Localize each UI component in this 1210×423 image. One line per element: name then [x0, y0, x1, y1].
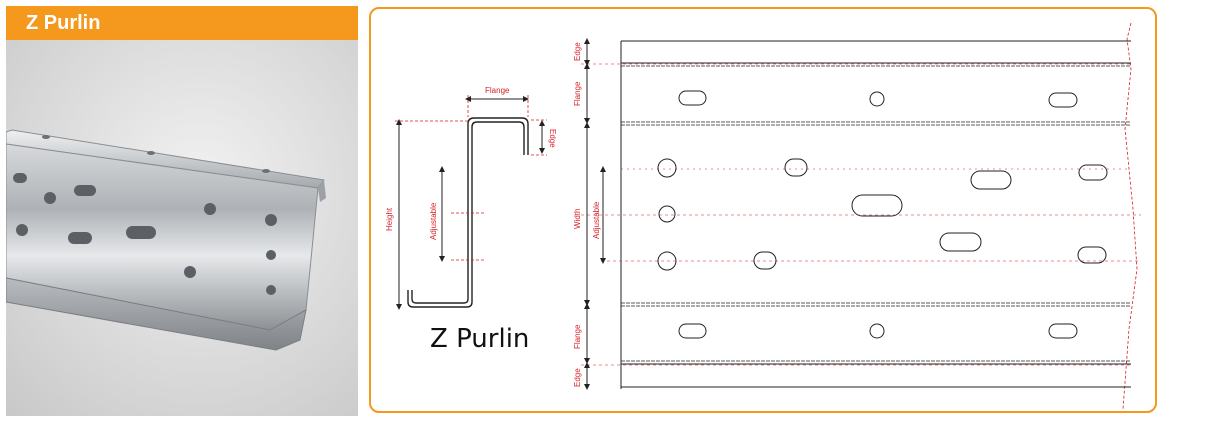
- photo-title: Z Purlin: [26, 12, 101, 34]
- sheet-width-label: Width: [573, 209, 582, 229]
- profile-caption: Z Purlin: [430, 324, 530, 354]
- adjustable-label: Adjustable: [429, 202, 438, 240]
- technical-drawing-panel: Flange Edge Height Adjustable: [369, 7, 1157, 413]
- z-purlin-photo: [6, 40, 358, 416]
- product-photo-panel: Z Purlin: [6, 6, 358, 416]
- sheet-edge-bottom-label: Edge: [573, 368, 582, 387]
- technical-drawing: Flange Edge Height Adjustable: [385, 22, 1141, 410]
- sheet-adjustable-label: Adjustable: [592, 201, 601, 239]
- edge-label: Edge: [548, 129, 557, 148]
- sheet-flange-bottom-label: Flange: [573, 324, 582, 349]
- z-profile-section: Flange Edge Height Adjustable: [385, 86, 557, 310]
- photo-header: Z Purlin: [6, 6, 358, 40]
- sheet-flange-top-label: Flange: [573, 81, 582, 106]
- hole-pattern-view: Edge Flange Width Adjustable Flange Edge: [573, 22, 1141, 410]
- flange-label: Flange: [485, 86, 510, 95]
- height-label: Height: [385, 207, 394, 231]
- sheet-edge-top-label: Edge: [573, 42, 582, 61]
